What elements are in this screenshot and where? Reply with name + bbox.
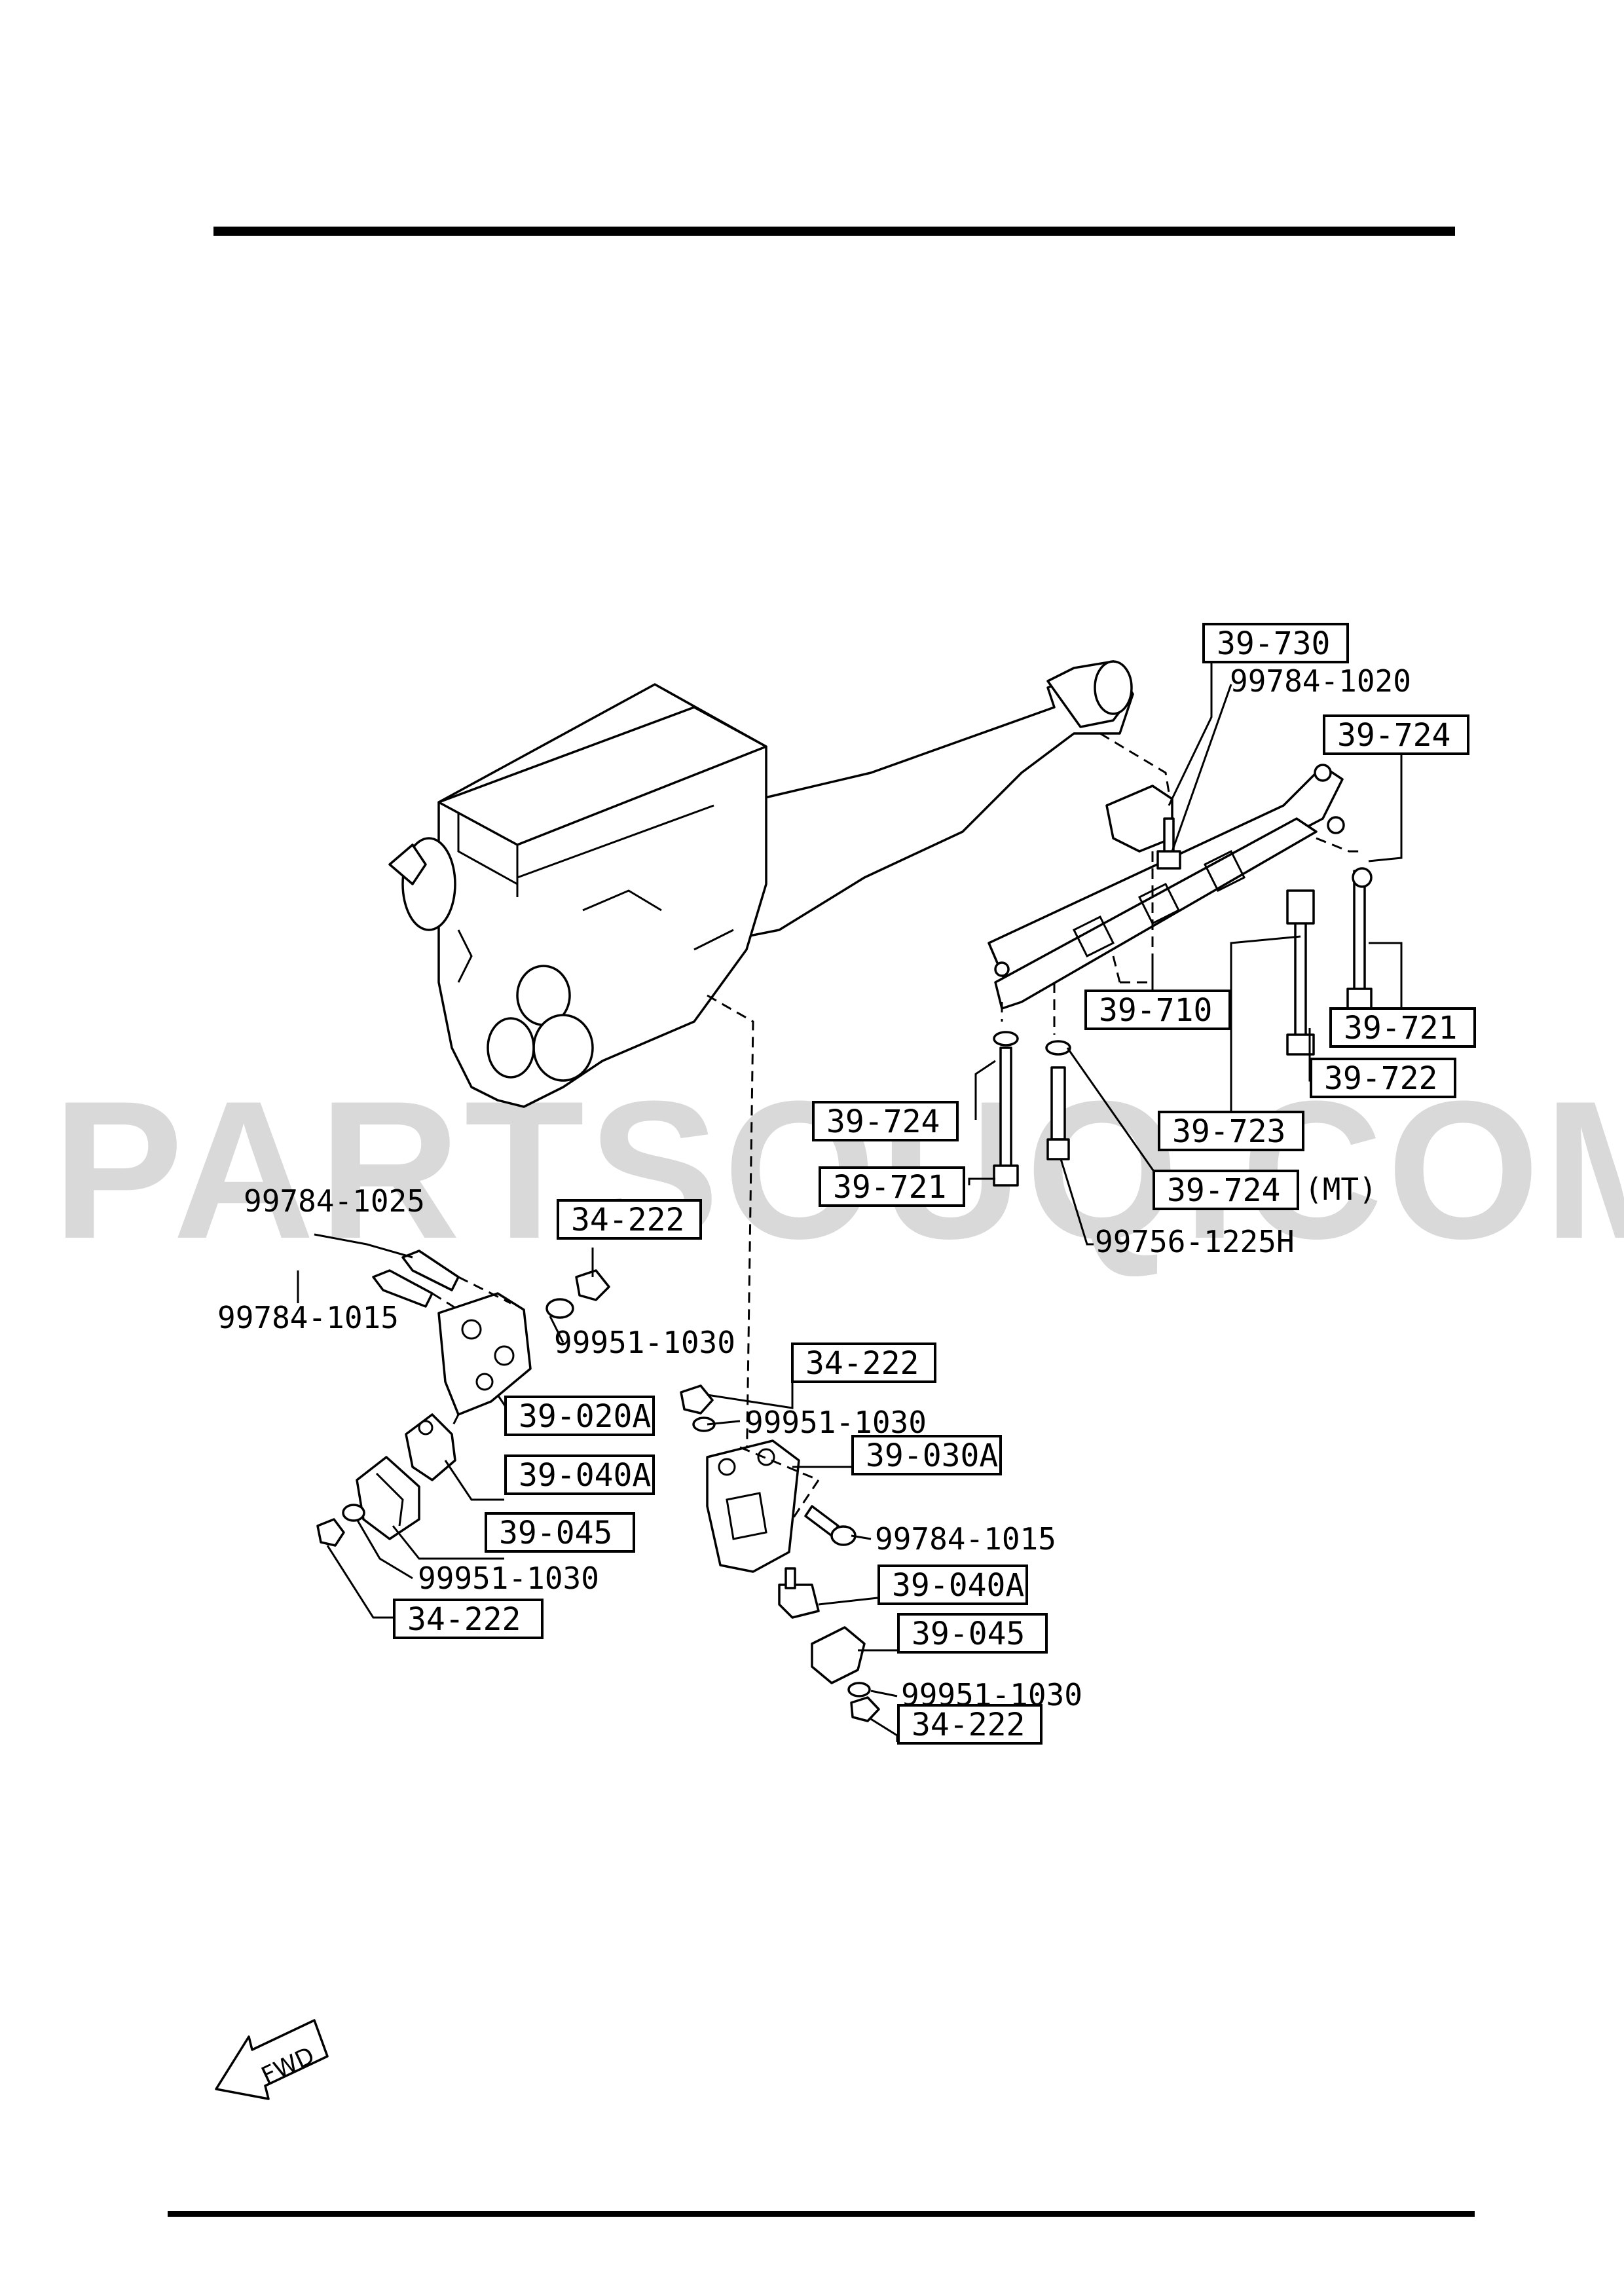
callout-99951-1030-c[interactable]: 99951-1030	[745, 1405, 927, 1440]
callout-39-040a-right[interactable]: 39-040A	[892, 1567, 1024, 1604]
callout-99951-1030-b[interactable]: 99951-1030	[418, 1561, 599, 1596]
fwd-arrow-icon: FWD	[215, 2019, 329, 2100]
bolt-39-721-right	[1346, 870, 1373, 1010]
bottom-rule	[168, 2211, 1475, 2217]
left-mount-assembly	[316, 1250, 610, 1547]
callout-39-020a[interactable]: 39-020A	[519, 1398, 651, 1435]
callout-39-721-left[interactable]: 39-721	[833, 1169, 946, 1206]
top-rule	[213, 227, 1455, 236]
callout-99951-1030-d[interactable]: 99951-1030	[901, 1677, 1082, 1713]
callout-99951-1030-a[interactable]: 99951-1030	[554, 1325, 735, 1360]
callout-39-730[interactable]: 39-730	[1217, 625, 1330, 662]
callout-99784-1020[interactable]: 99784-1020	[1230, 663, 1411, 699]
callout-34-222-c[interactable]: 34-222	[805, 1345, 919, 1382]
bolt-39-723	[1286, 889, 1315, 1043]
callout-mt-note: (MT)	[1304, 1172, 1377, 1207]
crossmember-39-710	[987, 764, 1345, 1010]
engine-transmission-illustration	[388, 660, 1134, 1108]
callout-boxes	[393, 623, 1476, 1745]
callout-39-724-left[interactable]: 39-724	[826, 1103, 940, 1140]
callout-34-222-b[interactable]: 34-222	[407, 1601, 521, 1638]
callout-39-722[interactable]: 39-722	[1324, 1060, 1437, 1097]
callout-39-045-left[interactable]: 39-045	[499, 1515, 612, 1551]
callout-34-222-a[interactable]: 34-222	[571, 1202, 684, 1238]
callout-39-710[interactable]: 39-710	[1099, 992, 1212, 1029]
callout-39-030a[interactable]: 39-030A	[866, 1437, 998, 1474]
callout-39-040a-left[interactable]: 39-040A	[519, 1457, 651, 1494]
right-mount-assembly	[680, 1384, 880, 1722]
callout-39-724-mt[interactable]: 39-724	[1167, 1172, 1280, 1209]
callout-34-222-d[interactable]: 34-222	[912, 1707, 1025, 1743]
leader-lines	[297, 658, 1403, 1742]
callout-99784-1015-left[interactable]: 99784-1015	[217, 1300, 399, 1335]
callout-39-721-right[interactable]: 39-721	[1344, 1010, 1457, 1046]
callout-39-724-top[interactable]: 39-724	[1337, 717, 1450, 754]
callout-99756-1225h[interactable]: 99756-1225H	[1095, 1224, 1295, 1259]
callout-39-723[interactable]: 39-723	[1172, 1113, 1285, 1150]
callout-labels: 39-730 99784-1020 39-724 39-710 39-721 3…	[217, 625, 1457, 1743]
callout-99784-1025[interactable]: 99784-1025	[244, 1183, 425, 1219]
callout-99784-1015-right[interactable]: 99784-1015	[875, 1521, 1056, 1557]
callout-39-045-right[interactable]: 39-045	[912, 1616, 1025, 1652]
